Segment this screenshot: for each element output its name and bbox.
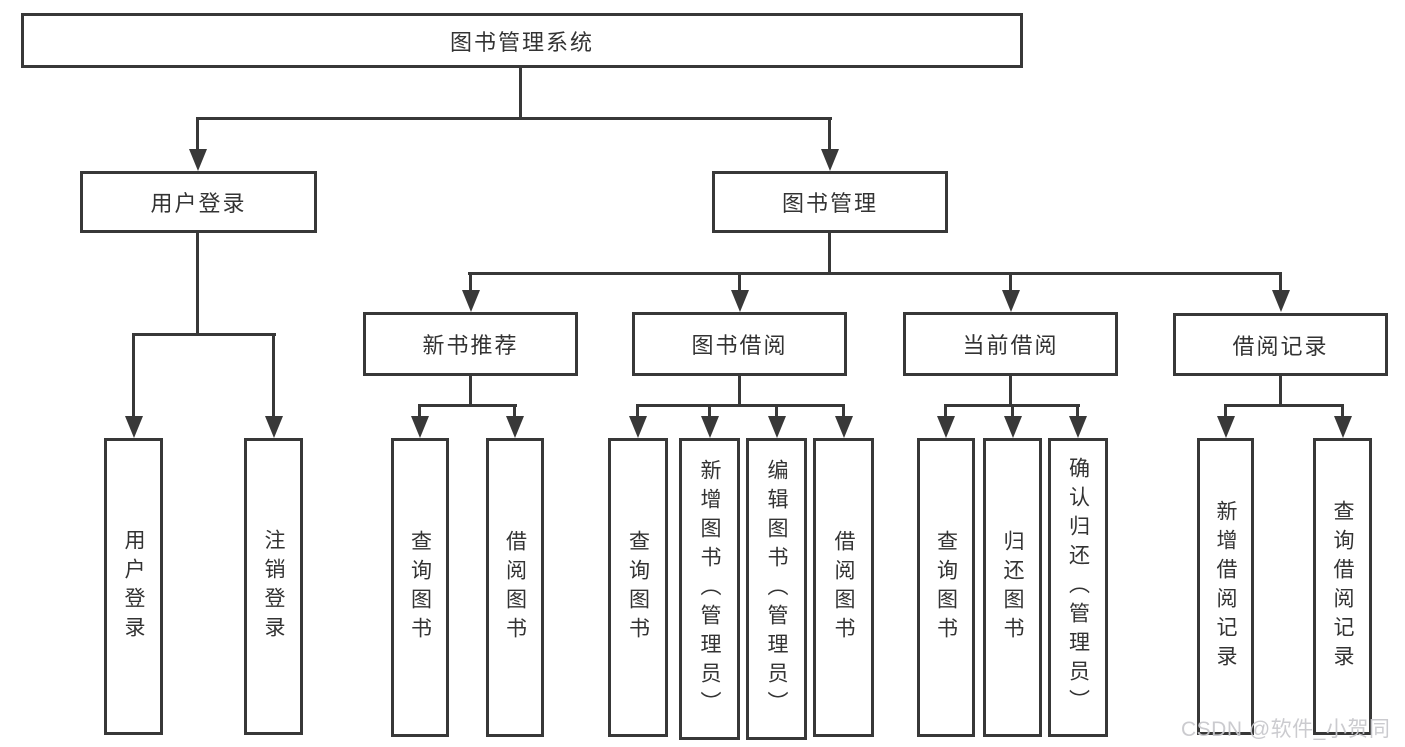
connector-line	[132, 335, 135, 418]
node-book-borrow-label: 图书借阅	[691, 333, 788, 358]
leaf-edit-books-admin: 编辑图书（管理员）	[746, 438, 807, 740]
connector-line	[272, 335, 275, 418]
connector-line	[196, 117, 832, 120]
arrowhead-down-icon	[411, 416, 429, 438]
leaf-query-books-recommend: 查询图书	[391, 438, 449, 737]
arrowhead-down-icon	[125, 416, 143, 438]
connector-line	[828, 118, 831, 152]
connector-line	[708, 406, 711, 418]
arrowhead-down-icon	[1217, 416, 1235, 438]
node-root-label: 图书管理系统	[449, 29, 594, 55]
leaf-query-books-current: 查询图书	[917, 438, 975, 737]
node-root: 图书管理系统	[21, 13, 1023, 68]
arrowhead-down-icon	[506, 416, 524, 438]
connector-line	[944, 406, 947, 418]
connector-line	[196, 118, 199, 152]
leaf-borrow-books-recommend: 借阅图书	[486, 438, 544, 737]
connector-line	[828, 233, 831, 275]
node-book-management-label: 图书管理	[781, 191, 878, 216]
node-user-login: 用户登录	[80, 171, 317, 233]
connector-line	[1076, 406, 1079, 418]
arrowhead-down-icon	[1069, 416, 1087, 438]
node-current-borrow-label: 当前借阅	[962, 333, 1059, 358]
node-user-login-label: 用户登录	[150, 191, 247, 216]
leaf-borrow-books: 借阅图书	[813, 438, 874, 737]
leaf-confirm-return-admin: 确认归还（管理员）	[1048, 438, 1108, 737]
connector-line	[1279, 274, 1282, 294]
arrowhead-down-icon	[265, 416, 283, 438]
arrowhead-down-icon	[937, 416, 955, 438]
arrowhead-down-icon	[1002, 290, 1020, 312]
node-borrow-records-label: 借阅记录	[1232, 333, 1329, 359]
node-new-book-recommend: 新书推荐	[363, 312, 578, 376]
connector-line	[944, 404, 1080, 407]
connector-line	[1224, 406, 1227, 418]
arrowhead-down-icon	[1334, 416, 1352, 438]
connector-line	[738, 274, 741, 294]
connector-line	[519, 68, 522, 118]
leaf-query-books-borrow: 查询图书	[608, 438, 668, 737]
connector-line	[1341, 406, 1344, 418]
connector-line	[418, 406, 421, 418]
connector-line	[775, 406, 778, 418]
csdn-watermark: CSDN @软件_小贺同学	[1181, 718, 1391, 741]
leaf-return-books: 归还图书	[983, 438, 1042, 737]
connector-line	[738, 376, 741, 407]
arrowhead-down-icon	[821, 149, 839, 171]
arrowhead-down-icon	[1272, 290, 1290, 312]
arrowhead-down-icon	[768, 416, 786, 438]
arrowhead-down-icon	[701, 416, 719, 438]
node-book-borrow: 图书借阅	[632, 312, 847, 376]
connector-line	[636, 406, 639, 418]
arrowhead-down-icon	[835, 416, 853, 438]
connector-line	[132, 333, 276, 336]
connector-line	[469, 274, 472, 294]
leaf-user-login: 用户登录	[104, 438, 163, 735]
node-borrow-records: 借阅记录	[1173, 313, 1388, 376]
connector-line	[513, 406, 516, 418]
connector-line	[842, 406, 845, 418]
node-book-management: 图书管理	[712, 171, 948, 233]
leaf-query-borrow-record: 查询借阅记录	[1313, 438, 1372, 735]
connector-line	[636, 404, 845, 407]
node-current-borrow: 当前借阅	[903, 312, 1118, 376]
leaf-add-borrow-record: 新增借阅记录	[1197, 438, 1254, 735]
arrowhead-down-icon	[189, 149, 207, 171]
connector-line	[468, 272, 1282, 275]
arrowhead-down-icon	[629, 416, 647, 438]
connector-line	[1224, 404, 1344, 407]
connector-line	[196, 233, 199, 336]
arrowhead-down-icon	[462, 290, 480, 312]
connector-line	[1009, 376, 1012, 407]
node-new-book-recommend-label: 新书推荐	[422, 333, 519, 358]
leaf-add-books-admin: 新增图书（管理员）	[679, 438, 740, 740]
connector-line	[469, 376, 472, 407]
connector-line	[1279, 376, 1282, 407]
connector-line	[1009, 274, 1012, 294]
connector-line	[418, 404, 517, 407]
leaf-logout: 注销登录	[244, 438, 303, 735]
connector-line	[1011, 406, 1014, 418]
arrowhead-down-icon	[731, 290, 749, 312]
arrowhead-down-icon	[1004, 416, 1022, 438]
